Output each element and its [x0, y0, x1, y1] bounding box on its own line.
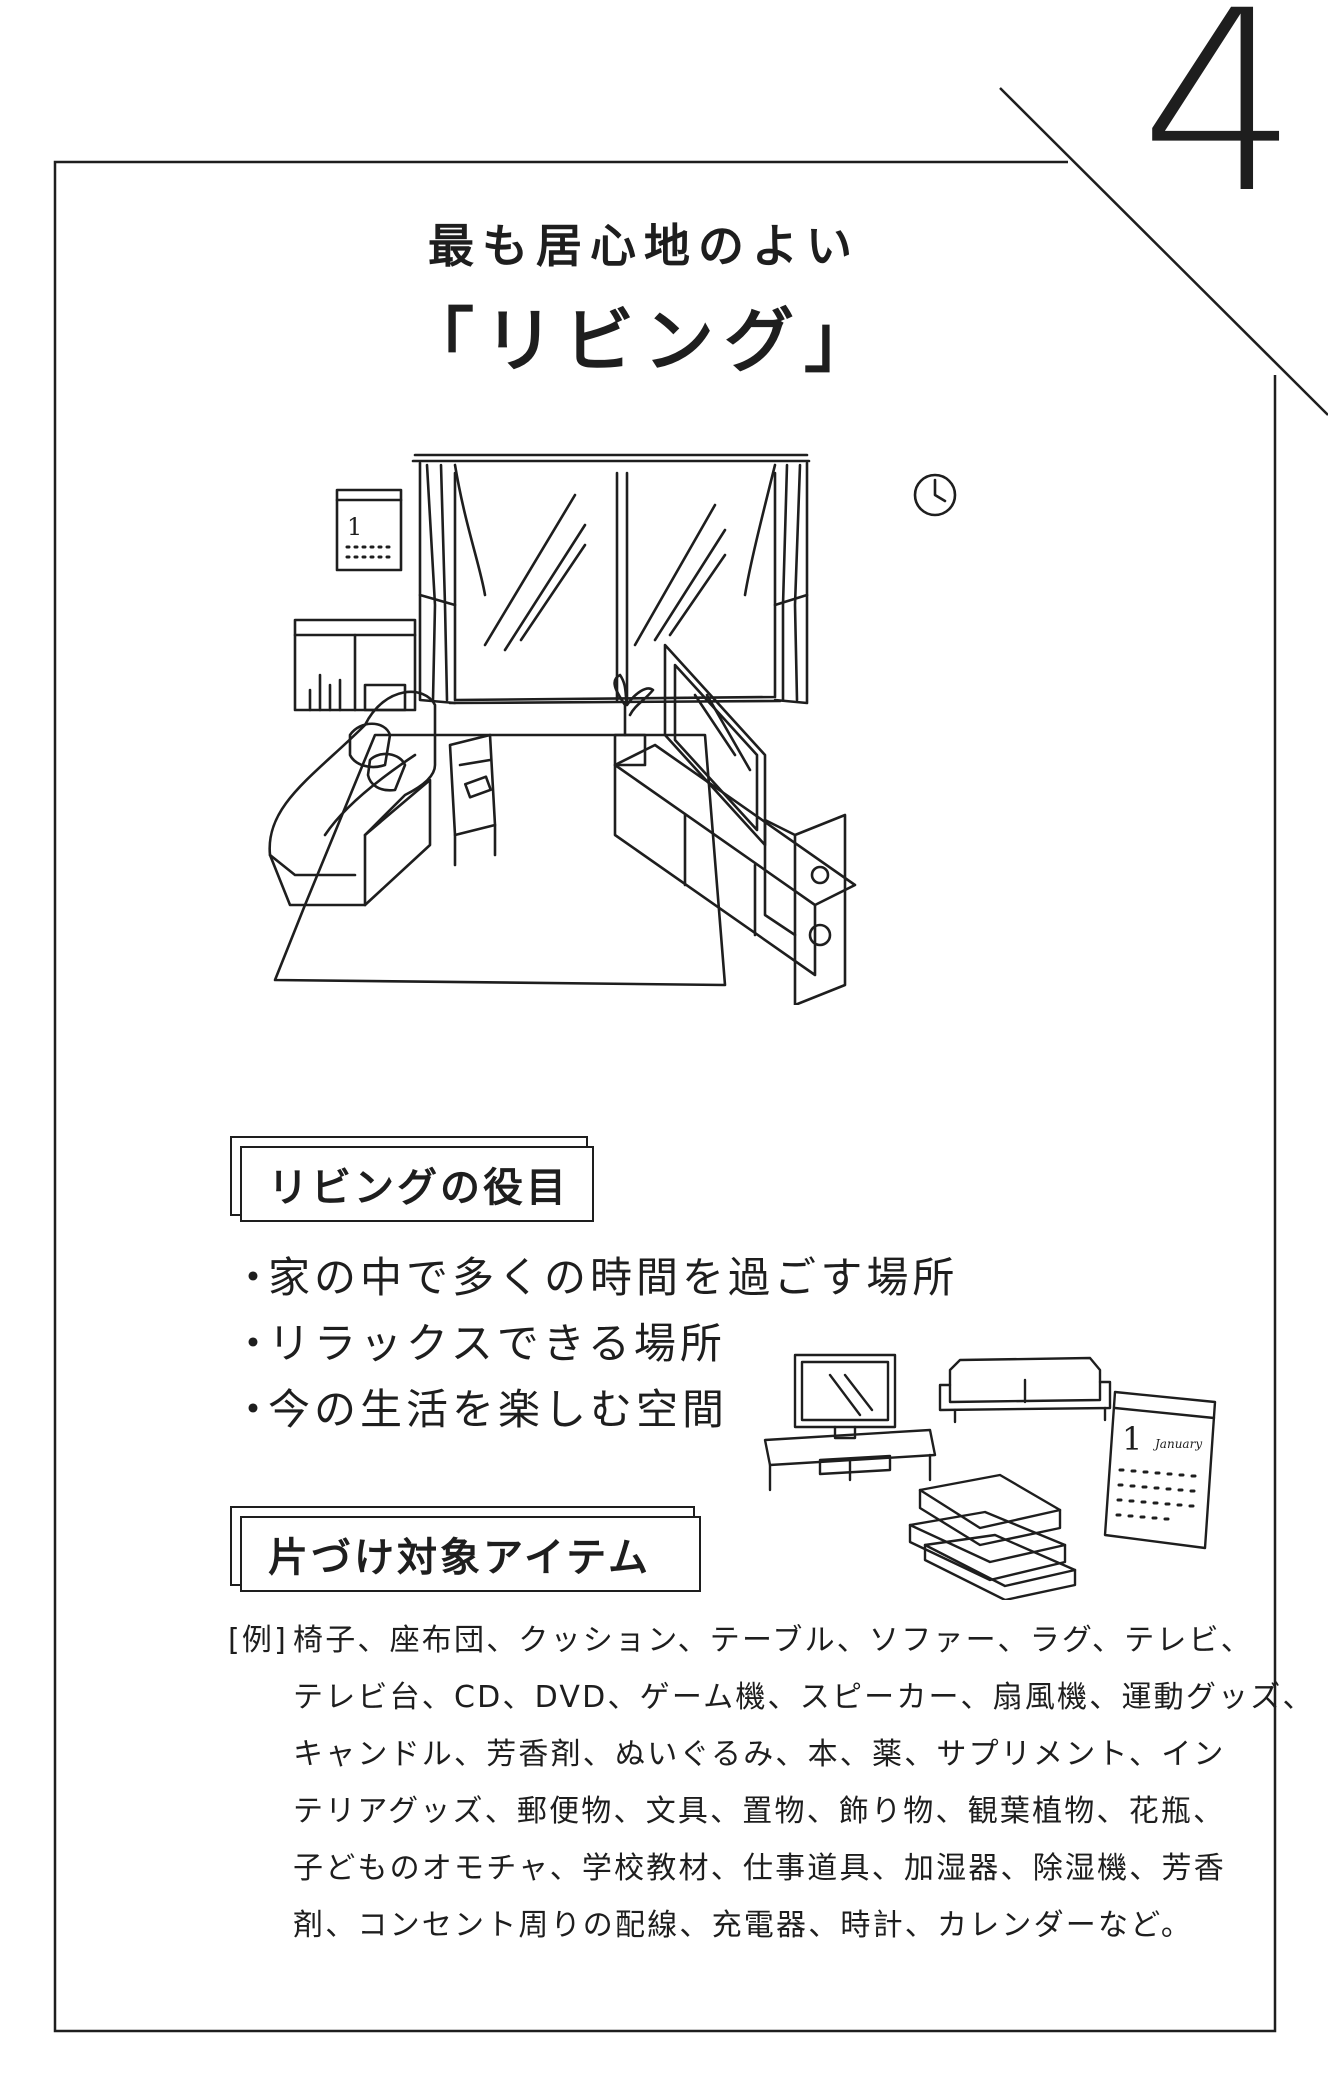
- roles-bullet-item: ・今の生活を楽しむ空間: [232, 1385, 729, 1434]
- roles-heading: リビングの役目: [240, 1146, 594, 1222]
- items-heading-box: 片づけ対象アイテム: [230, 1506, 701, 1592]
- roles-heading-box: リビングの役目: [230, 1136, 594, 1222]
- example-line: キャンドル、芳香剤、ぬいぐるみ、本、薬、サプリメント、イン: [293, 1737, 1226, 1772]
- roles-bullet-item: ・リラックスできる場所: [232, 1319, 726, 1368]
- chapter-number: 4: [1140, 0, 1300, 248]
- living-items-illustration: 1 January: [760, 1330, 1235, 1602]
- example-line: テリアグッズ、郵便物、文具、置物、飾り物、観葉植物、花瓶、: [293, 1794, 1226, 1829]
- sofa-icon: [948, 1356, 1102, 1404]
- roles-bullet-item: ・家の中で多くの時間を過ごす場所: [232, 1253, 959, 1302]
- example-items-text: [例] 椅子、座布団、クッション、テーブル、ソファー、ラグ、テレビ、 テレビ台、…: [228, 1612, 1315, 1954]
- example-tag: [例]: [228, 1623, 289, 1658]
- page-title-line2: 「リビング」: [404, 300, 884, 382]
- example-line: 椅子、座布団、クッション、テーブル、ソファー、ラグ、テレビ、: [293, 1623, 1253, 1658]
- living-room-illustration: 1: [255, 435, 1055, 1007]
- svg-text:1: 1: [347, 513, 362, 541]
- svg-text:1: 1: [1122, 1420, 1142, 1458]
- items-heading: 片づけ対象アイテム: [240, 1516, 701, 1592]
- svg-text:January: January: [1152, 1437, 1202, 1451]
- example-lines: 椅子、座布団、クッション、テーブル、ソファー、ラグ、テレビ、 テレビ台、CD、D…: [293, 1612, 1315, 1954]
- corner-diagonal-line: [999, 87, 1328, 416]
- roles-bullet-text: リラックスできる場所: [268, 1319, 726, 1368]
- example-line: テレビ台、CD、DVD、ゲーム機、スピーカー、扇風機、運動グッズ、: [293, 1680, 1315, 1715]
- example-line: 剤、コンセント周りの配線、充電器、時計、カレンダーなど。: [293, 1908, 1194, 1943]
- roles-bullet-text: 家の中で多くの時間を過ごす場所: [268, 1253, 959, 1302]
- roles-bullet-text: 今の生活を楽しむ空間: [268, 1385, 729, 1434]
- tv-icon: [793, 1353, 897, 1429]
- roles-bullet-list: ・家の中で多くの時間を過ごす場所 ・リラックスできる場所 ・今の生活を楽しむ空間: [232, 1245, 958, 1443]
- page-title-line1: 最も居心地のよい: [428, 219, 860, 273]
- calendar-icon: [1103, 1390, 1217, 1550]
- example-line: 子どものオモチャ、学校教材、仕事道具、加湿器、除湿機、芳香: [293, 1851, 1226, 1886]
